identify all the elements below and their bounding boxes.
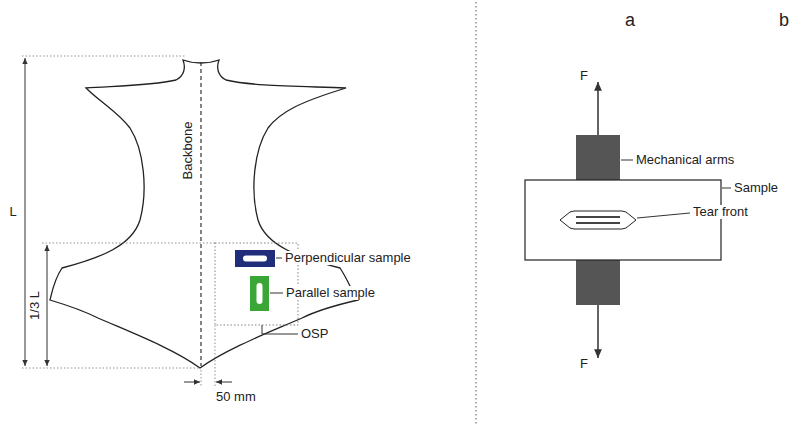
leader-line: [262, 325, 298, 334]
leader-line: [276, 258, 282, 259]
part-label: Perpendicular sample: [284, 251, 412, 266]
perpendicular-sample: [235, 250, 275, 267]
force-label: F: [579, 357, 589, 372]
backbone-line: [200, 62, 201, 366]
hide-outline: [50, 60, 358, 368]
tear-front: [560, 211, 636, 229]
axis-label: Backbone: [181, 120, 196, 180]
sample-slot: [257, 283, 263, 304]
extension-line: [22, 368, 200, 369]
tear-slit: [576, 216, 620, 218]
force-arrow: [597, 305, 598, 358]
extension-line: [215, 325, 216, 386]
leader-line: [270, 293, 283, 294]
panel-divider: [476, 2, 477, 424]
panel-letter: b: [778, 10, 790, 31]
dimension-line: [216, 382, 232, 383]
extension-line: [201, 370, 202, 386]
part-label: Mechanical arms: [635, 153, 735, 168]
part-label: OSP: [300, 327, 329, 342]
dimension-line: [25, 58, 26, 366]
part-label: Sample: [733, 181, 779, 196]
dimension-line: [47, 245, 48, 366]
tear-slit: [576, 222, 620, 224]
part-label: Parallel sample: [285, 286, 376, 301]
sample-rect: [525, 180, 721, 260]
dimension-label: L: [9, 205, 18, 220]
parallel-sample: [250, 276, 269, 311]
panel-letter: a: [624, 10, 636, 31]
extension-line: [42, 243, 215, 244]
extension-line: [22, 56, 186, 57]
force-label: F: [579, 69, 589, 84]
mechanical-arm: [576, 259, 620, 305]
mechanical-arm: [576, 135, 620, 181]
leader-line: [722, 188, 731, 189]
dimension-line: [184, 382, 200, 383]
dimension-label: 50 mm: [215, 390, 257, 405]
force-arrow: [597, 82, 598, 135]
part-label: Tear front: [692, 205, 749, 220]
sample-slot: [243, 256, 267, 262]
dimension-label: 1/3 L: [27, 290, 42, 321]
leader-line: [637, 213, 690, 218]
leader-line: [621, 160, 633, 161]
